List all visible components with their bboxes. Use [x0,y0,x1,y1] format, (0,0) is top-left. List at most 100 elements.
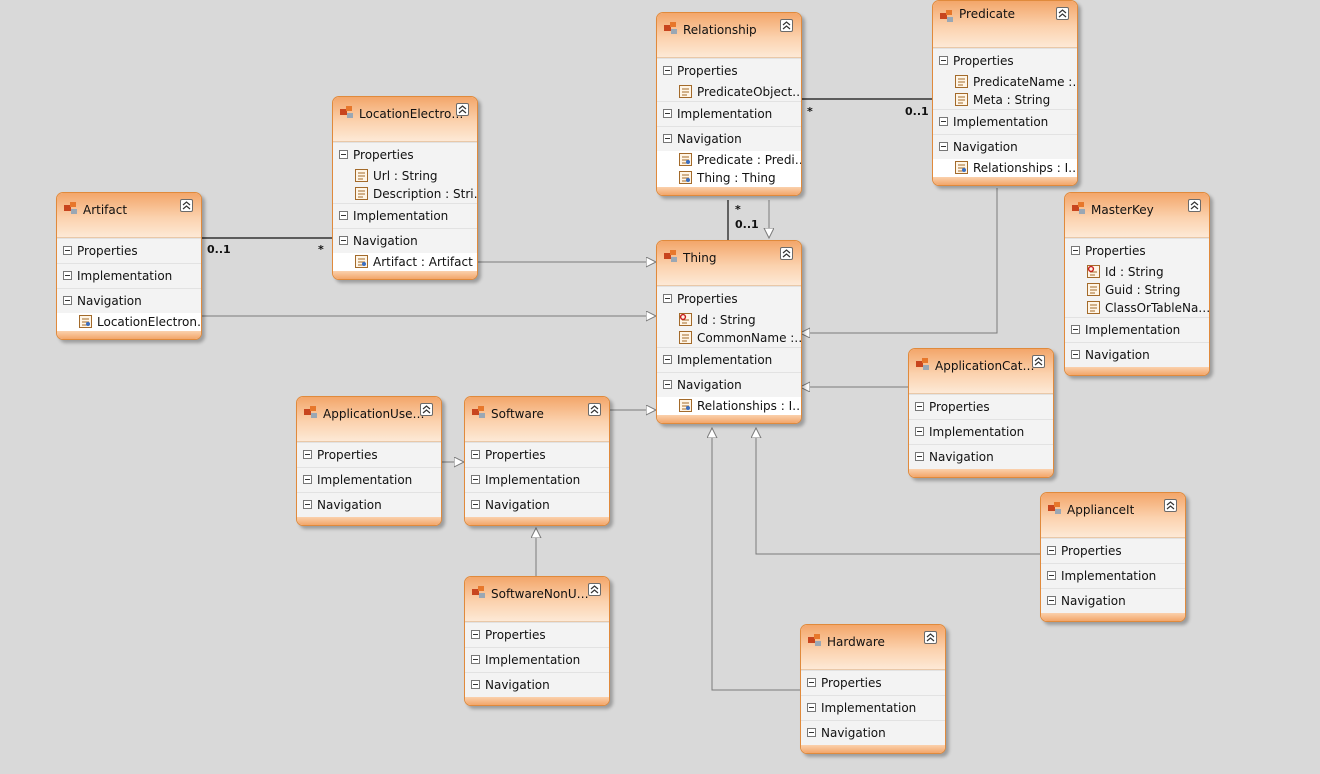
entity-location-electronic[interactable]: LocationElectro… Properties Url : String… [332,96,478,280]
collapse-section-icon[interactable] [339,150,348,159]
entity-header[interactable]: ApplicationUse… [297,397,441,442]
section-implementation[interactable]: Implementation [801,695,945,720]
entity-hardware[interactable]: Hardware Properties Implementation Navig… [800,624,946,754]
entity-header[interactable]: LocationElectro… [333,97,477,142]
entity-application-cat[interactable]: ApplicationCat… Properties Implementatio… [908,348,1054,478]
collapse-icon[interactable] [780,19,793,32]
entity-appliance-it[interactable]: ApplianceIt Properties Implementation Na… [1040,492,1186,622]
section-properties[interactable]: Properties [657,58,801,83]
entity-header[interactable]: Hardware [801,625,945,670]
collapse-section-icon[interactable] [939,56,948,65]
collapse-section-icon[interactable] [63,296,72,305]
scalar-property[interactable]: CommonName :… [657,329,801,347]
collapse-section-icon[interactable] [1071,325,1080,334]
scalar-property[interactable]: Description : Stri… [333,185,477,203]
collapse-icon[interactable] [924,631,937,644]
collapse-section-icon[interactable] [471,475,480,484]
collapse-section-icon[interactable] [1071,246,1080,255]
navigation-property[interactable]: Thing : Thing [657,169,801,187]
entity-header[interactable]: MasterKey [1065,193,1209,238]
collapse-section-icon[interactable] [303,500,312,509]
section-properties[interactable]: Properties [909,394,1053,419]
entity-software[interactable]: Software Properties Implementation Navig… [464,396,610,526]
collapse-section-icon[interactable] [663,380,672,389]
collapse-section-icon[interactable] [807,703,816,712]
section-properties[interactable]: Properties [801,670,945,695]
section-properties[interactable]: Properties [465,622,609,647]
section-navigation[interactable]: Navigation [1041,588,1185,613]
collapse-section-icon[interactable] [663,66,672,75]
collapse-section-icon[interactable] [1071,350,1080,359]
section-navigation[interactable]: Navigation [657,126,801,151]
scalar-property[interactable]: PredicateObject… [657,83,801,101]
entity-relationship[interactable]: Relationship Properties PredicateObject…… [656,12,802,196]
section-properties[interactable]: Properties [333,142,477,167]
collapse-section-icon[interactable] [807,728,816,737]
navigation-property[interactable]: Artifact : Artifact [333,253,477,271]
entity-master-key[interactable]: MasterKey Properties Id : String Guid : … [1064,192,1210,376]
section-properties[interactable]: Properties [1041,538,1185,563]
collapse-section-icon[interactable] [471,500,480,509]
section-navigation[interactable]: Navigation [933,134,1077,159]
collapse-section-icon[interactable] [663,355,672,364]
collapse-section-icon[interactable] [471,450,480,459]
entity-predicate[interactable]: Predicate Properties PredicateName :… Me… [932,0,1078,186]
key-property[interactable]: Id : String [657,311,801,329]
section-navigation[interactable]: Navigation [657,372,801,397]
section-implementation[interactable]: Implementation [933,109,1077,134]
entity-header[interactable]: ApplianceIt [1041,493,1185,538]
section-navigation[interactable]: Navigation [333,228,477,253]
collapse-section-icon[interactable] [663,294,672,303]
navigation-property[interactable]: Relationships : I… [933,159,1077,177]
collapse-section-icon[interactable] [915,452,924,461]
collapse-icon[interactable] [1056,7,1069,20]
entity-header[interactable]: Predicate [933,1,1077,48]
scalar-property[interactable]: Guid : String [1065,281,1209,299]
collapse-section-icon[interactable] [303,475,312,484]
navigation-property[interactable]: LocationElectron… [57,313,201,331]
collapse-section-icon[interactable] [339,211,348,220]
entity-header[interactable]: SoftwareNonU… [465,577,609,622]
section-implementation[interactable]: Implementation [909,419,1053,444]
collapse-section-icon[interactable] [63,246,72,255]
scalar-property[interactable]: PredicateName :… [933,73,1077,91]
section-implementation[interactable]: Implementation [465,647,609,672]
collapse-icon[interactable] [1164,499,1177,512]
section-navigation[interactable]: Navigation [801,720,945,745]
entity-artifact[interactable]: Artifact Properties Implementation Navig… [56,192,202,340]
entity-application-use[interactable]: ApplicationUse… Properties Implementatio… [296,396,442,526]
section-implementation[interactable]: Implementation [333,203,477,228]
section-navigation[interactable]: Navigation [465,672,609,697]
section-properties[interactable]: Properties [57,238,201,263]
collapse-section-icon[interactable] [471,630,480,639]
collapse-section-icon[interactable] [939,117,948,126]
section-implementation[interactable]: Implementation [297,467,441,492]
section-implementation[interactable]: Implementation [1065,317,1209,342]
section-properties[interactable]: Properties [297,442,441,467]
entity-header[interactable]: ApplicationCat… [909,349,1053,394]
entity-header[interactable]: Thing [657,241,801,286]
collapse-section-icon[interactable] [471,655,480,664]
section-properties[interactable]: Properties [1065,238,1209,263]
collapse-section-icon[interactable] [915,427,924,436]
collapse-section-icon[interactable] [471,680,480,689]
collapse-section-icon[interactable] [939,142,948,151]
collapse-icon[interactable] [588,403,601,416]
collapse-icon[interactable] [588,583,601,596]
collapse-section-icon[interactable] [1047,546,1056,555]
collapse-section-icon[interactable] [339,236,348,245]
section-implementation[interactable]: Implementation [657,101,801,126]
section-implementation[interactable]: Implementation [465,467,609,492]
section-navigation[interactable]: Navigation [57,288,201,313]
entity-thing[interactable]: Thing Properties Id : String CommonName … [656,240,802,424]
collapse-icon[interactable] [1188,199,1201,212]
section-implementation[interactable]: Implementation [657,347,801,372]
section-properties[interactable]: Properties [933,48,1077,73]
section-implementation[interactable]: Implementation [1041,563,1185,588]
navigation-property[interactable]: Relationships : I… [657,397,801,415]
entity-software-non-u[interactable]: SoftwareNonU… Properties Implementation … [464,576,610,706]
section-navigation[interactable]: Navigation [909,444,1053,469]
collapse-section-icon[interactable] [915,402,924,411]
scalar-property[interactable]: Url : String [333,167,477,185]
collapse-icon[interactable] [456,103,469,116]
